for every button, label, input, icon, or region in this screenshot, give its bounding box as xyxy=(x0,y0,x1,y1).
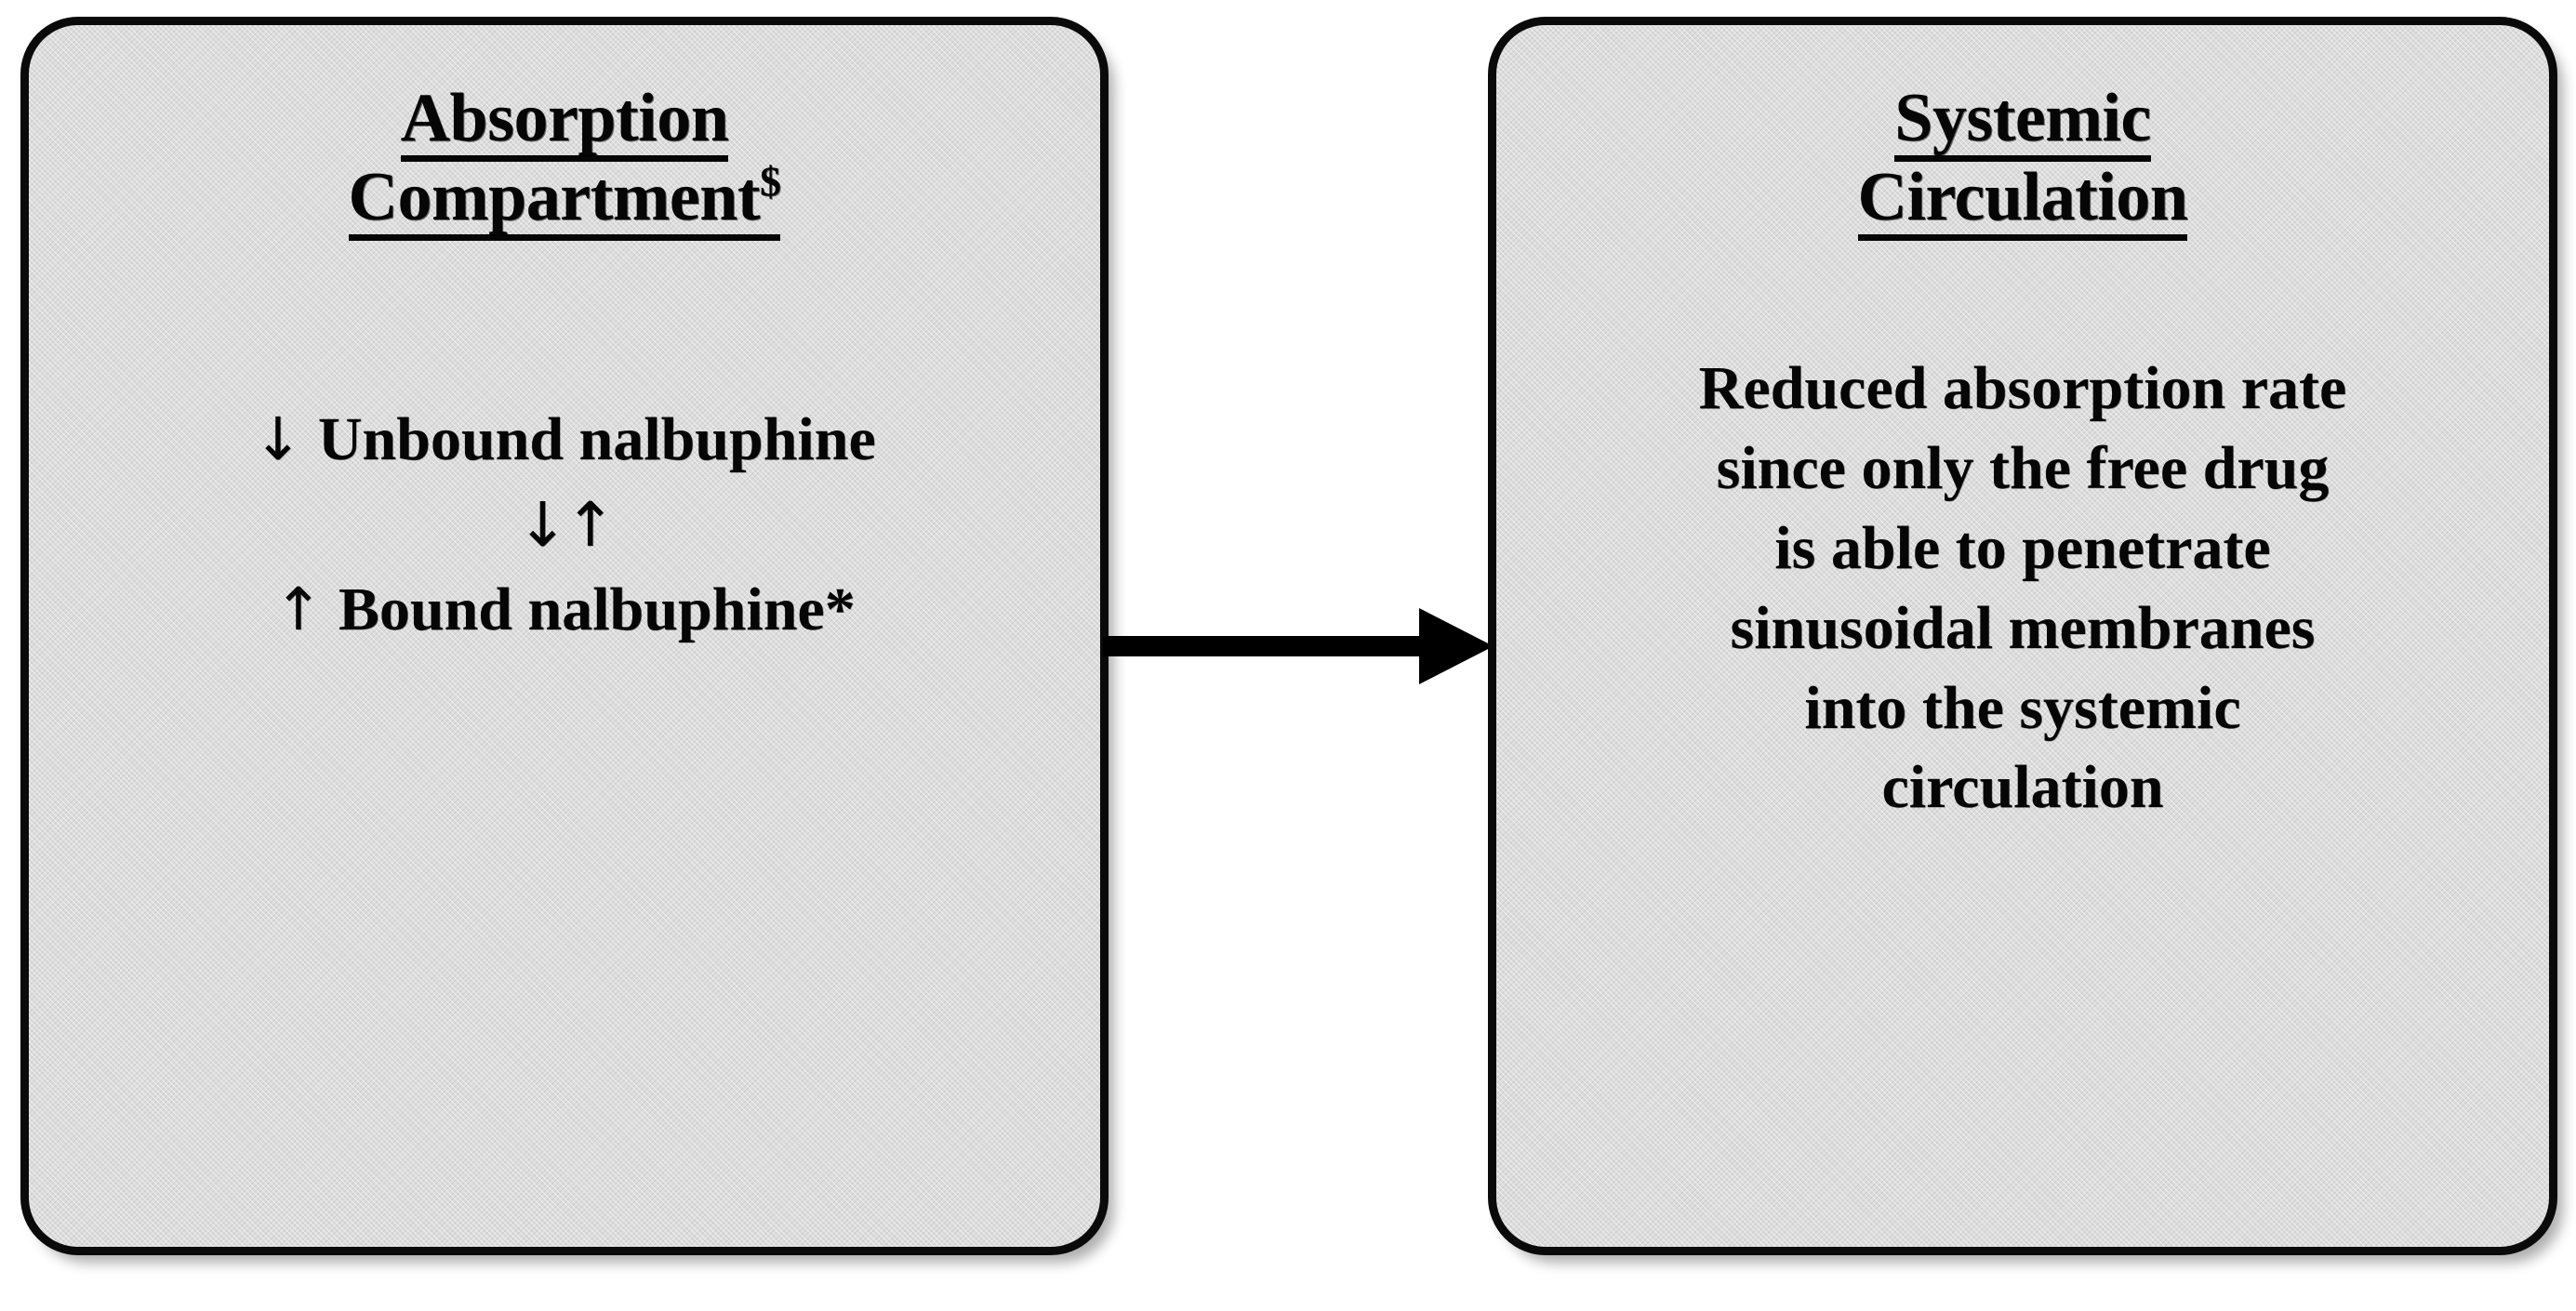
systemic-title-line-1: Systemic xyxy=(1858,83,2188,163)
absorption-title-line-1-text: Absorption xyxy=(400,83,729,163)
systemic-title-line-2-text: Circulation xyxy=(1857,162,2188,242)
node-systemic-circulation[interactable]: Systemic Circulation Reduced absorption … xyxy=(1488,17,2557,1255)
up-arrow-icon: ↑ xyxy=(273,574,324,643)
systemic-body-line-3: is able to penetrate xyxy=(1774,514,2271,583)
systemic-body-line-5: into the systemic xyxy=(1804,673,2241,742)
systemic-body-line-4: sinusoidal membranes xyxy=(1730,593,2316,662)
absorption-title-line-1: Absorption xyxy=(349,83,781,163)
absorption-title-line-2: Compartment$ xyxy=(348,159,781,242)
absorption-body-line-1: ↓ Unbound nalbuphine xyxy=(29,397,1100,482)
absorption-body: ↓ Unbound nalbuphine ↓↑ ↑ Bound nalbuphi… xyxy=(29,397,1100,651)
equilibrium-arrows-icon: ↓↑ xyxy=(516,488,617,561)
absorption-title: Absorption Compartment$ xyxy=(348,83,781,242)
systemic-body: Reduced absorption rate since only the f… xyxy=(1496,349,2549,828)
absorption-title-line-2-label: Compartment xyxy=(348,159,761,236)
absorption-title-line-2-text: Compartment$ xyxy=(348,159,781,242)
connector-arrow-icon xyxy=(1103,608,1494,684)
systemic-title-line-2: Circulation xyxy=(1857,162,2188,242)
systemic-body-line-6: circulation xyxy=(1881,753,2164,822)
absorption-body-line-1-text: Unbound nalbuphine xyxy=(317,405,876,474)
absorption-body-line-3-text: Bound nalbuphine* xyxy=(338,575,856,643)
node-absorption-compartment[interactable]: Absorption Compartment$ ↓ Unbound nalbup… xyxy=(20,17,1109,1255)
absorption-title-footnote-marker: $ xyxy=(760,157,781,205)
absorption-body-line-3: ↑ Bound nalbuphine* xyxy=(29,567,1100,652)
down-arrow-icon: ↓ xyxy=(253,404,303,474)
systemic-body-line-2: since only the free drug xyxy=(1716,434,2330,503)
systemic-title: Systemic Circulation xyxy=(1857,83,2188,242)
systemic-title-line-1-text: Systemic xyxy=(1894,83,2151,163)
systemic-body-line-1: Reduced absorption rate xyxy=(1698,354,2347,423)
